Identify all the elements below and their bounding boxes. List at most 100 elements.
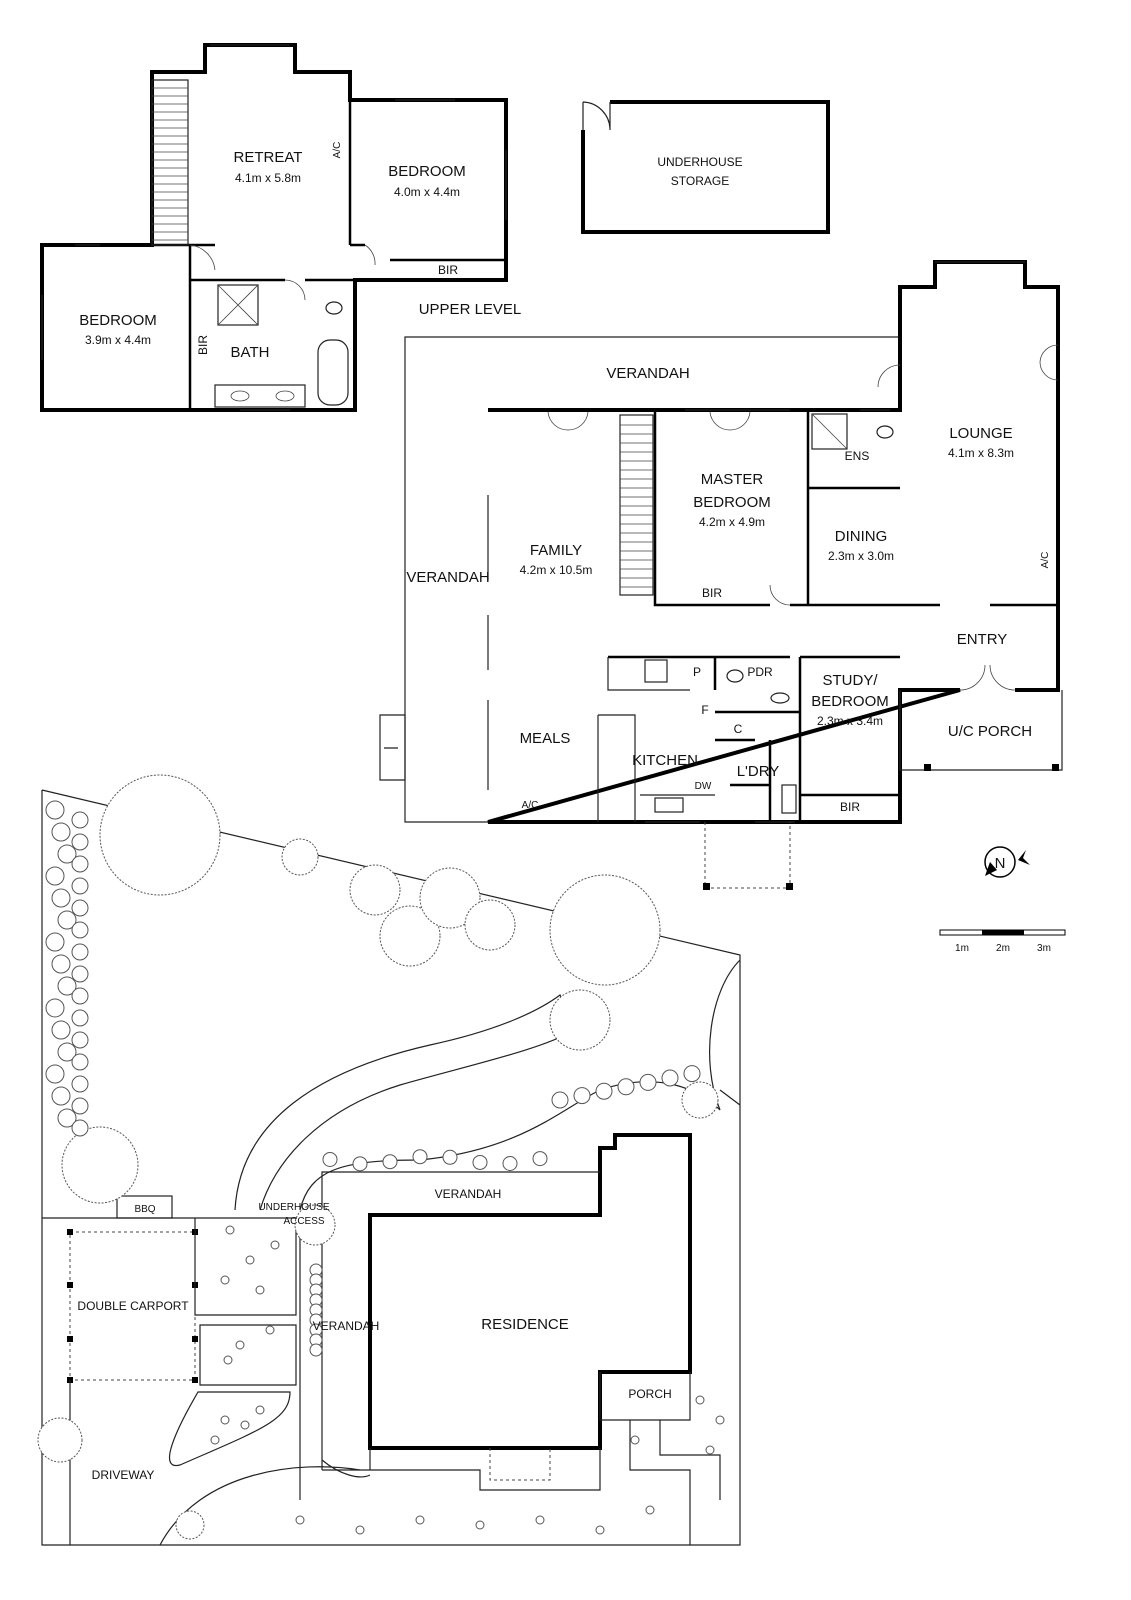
north-letter: N — [995, 855, 1006, 872]
scale-tick: 3m — [1037, 943, 1051, 954]
room-dims-study: 2.3m x 3.4m — [817, 714, 883, 728]
shrub-icon — [442, 1149, 458, 1165]
shrub-icon — [472, 1154, 488, 1170]
tree-icons — [37, 774, 719, 1540]
shrub-icon — [225, 1225, 235, 1235]
shrub-icon — [715, 1415, 725, 1425]
shrub-icon — [535, 1515, 545, 1525]
residence-outline — [368, 1133, 692, 1450]
shrub-icons — [45, 800, 725, 1535]
shrub-icon — [630, 1435, 640, 1445]
shrub-icon — [71, 811, 89, 829]
shrub-icon — [45, 998, 65, 1018]
ac-label: A/C — [522, 800, 539, 811]
room-name-study: BEDROOM — [811, 693, 889, 710]
tree-icon — [175, 1510, 205, 1540]
shrub-icon — [245, 1255, 255, 1265]
shrub-icon — [71, 1009, 89, 1027]
room-name-family: FAMILY — [530, 542, 582, 559]
shrub-icon — [51, 1086, 71, 1106]
verandah-label: VERANDAH — [406, 569, 489, 586]
tree-icon — [419, 867, 481, 929]
verandah-label: VERANDAH — [606, 365, 689, 382]
shrub-icon — [223, 1355, 233, 1365]
tree-icon — [349, 864, 401, 916]
verandah-outline — [404, 336, 900, 823]
room-name-retreat: RETREAT — [234, 149, 303, 166]
site-plan: RESIDENCE VERANDAH VERANDAH UNDERHOUSE A… — [37, 774, 741, 1546]
shrub-icon — [295, 1515, 305, 1525]
shrub-icon — [57, 844, 77, 864]
upper-level: RETREAT 4.1m x 5.8m BEDROOM 4.0m x 4.4m … — [40, 43, 522, 412]
shrub-icon — [57, 910, 77, 930]
room-name-upper-bedroom: BEDROOM — [388, 163, 466, 180]
room-name-lounge: LOUNGE — [949, 425, 1012, 442]
tree-icon — [294, 1204, 336, 1246]
stairs — [151, 79, 189, 246]
shrub-icon — [220, 1275, 230, 1285]
scale-tick: 2m — [996, 943, 1010, 954]
shrub-icon — [235, 1340, 245, 1350]
dishwasher-label: DW — [695, 781, 712, 792]
shrub-icon — [639, 1073, 657, 1091]
tree-icon — [61, 1126, 139, 1204]
shrub-icon — [57, 1042, 77, 1062]
shrub-icon — [71, 1053, 89, 1071]
shrub-icon — [57, 976, 77, 996]
ac-label: A/C — [1040, 552, 1051, 569]
bbq-label: BBQ — [134, 1204, 155, 1215]
shrub-icon — [595, 1525, 605, 1535]
verandah-label: VERANDAH — [313, 1319, 380, 1333]
shrub-icon — [220, 1415, 230, 1425]
tree-icon — [281, 838, 319, 876]
laundry-label: L'DRY — [737, 763, 780, 780]
meals-label: MEALS — [520, 730, 571, 747]
shrub-icon — [355, 1525, 365, 1535]
shrub-icon — [71, 1075, 89, 1093]
shrub-icon — [51, 1020, 71, 1040]
shrub-icon — [309, 1343, 323, 1357]
ground-level: VERANDAH VERANDAH LOUNGE 4.1m x 8.3m MAS… — [379, 260, 1063, 890]
tree-icon — [37, 1417, 83, 1463]
room-dims-family: 4.2m x 10.5m — [520, 563, 593, 577]
room-dims-upper-bedroom: 4.0m x 4.4m — [394, 185, 460, 199]
entry-label: ENTRY — [957, 631, 1008, 648]
room-name-bedroom-west: BEDROOM — [79, 312, 157, 329]
shrub-icon — [71, 987, 89, 1005]
shrub-icon — [45, 932, 65, 952]
room-dims-master: 4.2m x 4.9m — [699, 515, 765, 529]
shrub-icon — [502, 1155, 518, 1171]
shrub-icon — [45, 866, 65, 886]
ens-label: ENS — [845, 449, 870, 463]
shrub-icon — [412, 1149, 428, 1165]
bir-label: BIR — [196, 335, 210, 355]
upper-level-title: UPPER LEVEL — [419, 301, 522, 318]
shrub-icon — [661, 1069, 679, 1087]
shrub-icon — [45, 1064, 65, 1084]
shrub-icon — [265, 1325, 275, 1335]
room-name-dining: DINING — [835, 528, 888, 545]
room-dims-retreat: 4.1m x 5.8m — [235, 171, 301, 185]
shrub-icon — [695, 1395, 705, 1405]
shrub-icon — [51, 954, 71, 974]
pdr-label: PDR — [747, 665, 773, 679]
bir-label: BIR — [702, 586, 722, 600]
shrub-icon — [71, 1119, 89, 1137]
shrub-icon — [683, 1065, 701, 1083]
shrub-icon — [255, 1405, 265, 1415]
shrub-icon — [71, 921, 89, 939]
verandah-label: VERANDAH — [435, 1187, 502, 1201]
scale-bar: 1m 2m 3m — [939, 929, 1066, 954]
shrub-icon — [270, 1240, 280, 1250]
shrub-icon — [45, 800, 65, 820]
shrub-icon — [573, 1087, 591, 1105]
shrub-icon — [705, 1445, 715, 1455]
shrub-icon — [71, 899, 89, 917]
bir-label: BIR — [840, 800, 860, 814]
shrub-icon — [532, 1151, 548, 1167]
residence-label: RESIDENCE — [481, 1316, 569, 1333]
tree-icon — [379, 905, 441, 967]
fridge-label: F — [701, 703, 708, 717]
tree-icon — [549, 989, 611, 1051]
